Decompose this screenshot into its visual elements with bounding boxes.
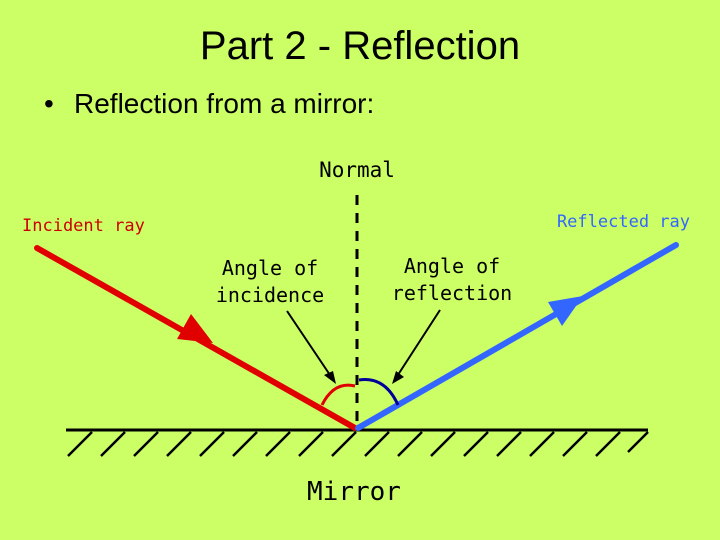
incidence-angle-arc <box>320 383 356 406</box>
reflection-pointer-arrow-icon <box>392 371 404 384</box>
bullet-line: • Reflection from a mirror: <box>44 84 374 124</box>
incident-arrow-icon <box>177 314 213 343</box>
angle-of-reflection-label-line1: Angle of <box>404 254 500 278</box>
mirror-label: Mirror <box>307 477 401 507</box>
incident-ray-label: Incident ray <box>22 216 145 236</box>
incidence-pointer-arrow-icon <box>324 371 336 384</box>
incidence-pointer <box>286 310 335 382</box>
angle-of-reflection-label-line2: reflection <box>392 281 512 305</box>
reflected-arrow-icon <box>548 296 583 326</box>
slide-title: Part 2 - Reflection <box>199 24 521 68</box>
reflection-pointer <box>393 309 441 382</box>
reflection-angle-arc <box>358 378 400 406</box>
reflected-ray <box>355 242 679 431</box>
angle-of-incidence-label-line1: Angle of <box>222 256 318 280</box>
bullet-icon: • <box>44 88 54 119</box>
mirror-hatching <box>67 431 649 457</box>
normal-label: Normal <box>319 158 395 182</box>
angle-of-incidence-label-line2: incidence <box>216 283 324 307</box>
reflected-ray-label: Reflected ray <box>557 212 690 232</box>
bullet-text: Reflection from a mirror: <box>74 88 375 119</box>
